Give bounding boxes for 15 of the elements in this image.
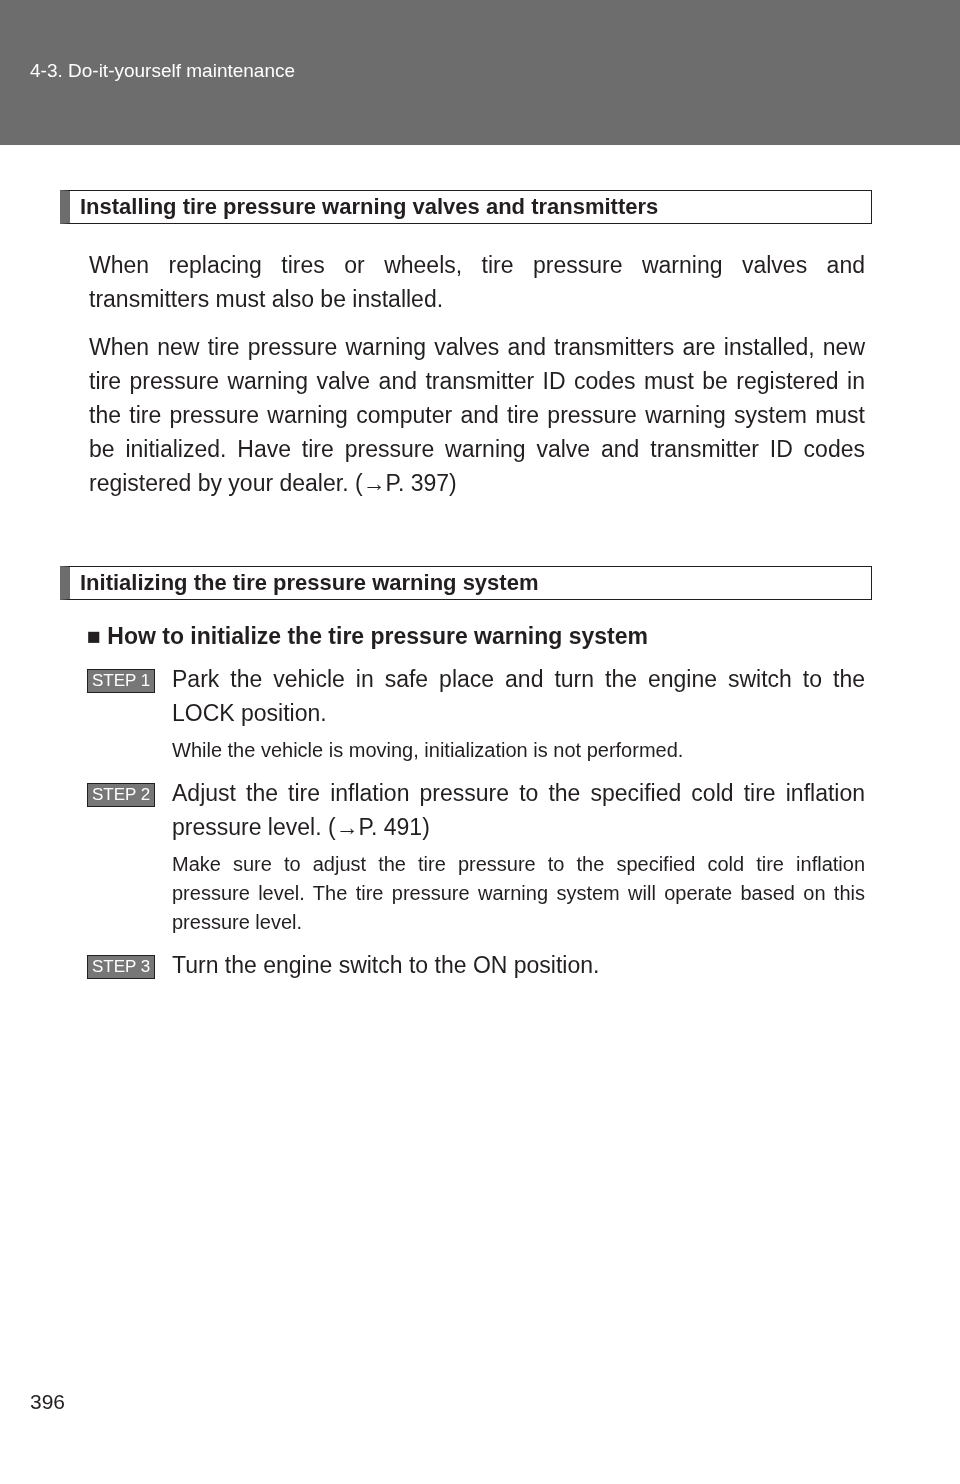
paragraph: When new tire pressure warning valves and transmitters are installed, new tire pressure warning valve and transmitter ID codes must be registered in the tire pressure warning computer and tire pressure warning system must be initialized. Have tire pressure warning valve and transmitter ID codes registered by your dealer. (→P. 397): [89, 333, 865, 498]
step-instruction: Park the vehicle in safe place and turn the engine switch to the LOCK position.: [172, 665, 865, 728]
paragraph: When replacing tires or wheels, tire pressure warning valves and transmitters must also be installed.: [89, 251, 865, 314]
section-heading: Installing tire pressure warning valves and transmitters: [60, 190, 872, 224]
subheading: ■ How to initialize the tire pressure warning system: [87, 623, 649, 650]
step-instruction: Adjust the tire inflation pressure to the specified cold tire inflation pressure level. (→P. 491): [172, 779, 865, 842]
step-badge: STEP 2: [87, 783, 156, 807]
page-number: 396: [30, 1390, 67, 1414]
section-heading: Initializing the tire pressure warning system: [60, 566, 872, 600]
step-instruction: Turn the engine switch to the ON position.: [172, 951, 601, 980]
note-text: While the vehicle is moving, initialization is not performed.: [172, 738, 685, 763]
step-badge: STEP 1: [87, 669, 156, 693]
step-badge: STEP 3: [87, 955, 156, 979]
note-text: Make sure to adjust the tire pressure to the specified cold tire inflation pressure level. The tire pressure warning system will operate based on this pressure level.: [172, 852, 865, 935]
running-header: 4-3. Do-it-yourself maintenance: [30, 60, 297, 82]
